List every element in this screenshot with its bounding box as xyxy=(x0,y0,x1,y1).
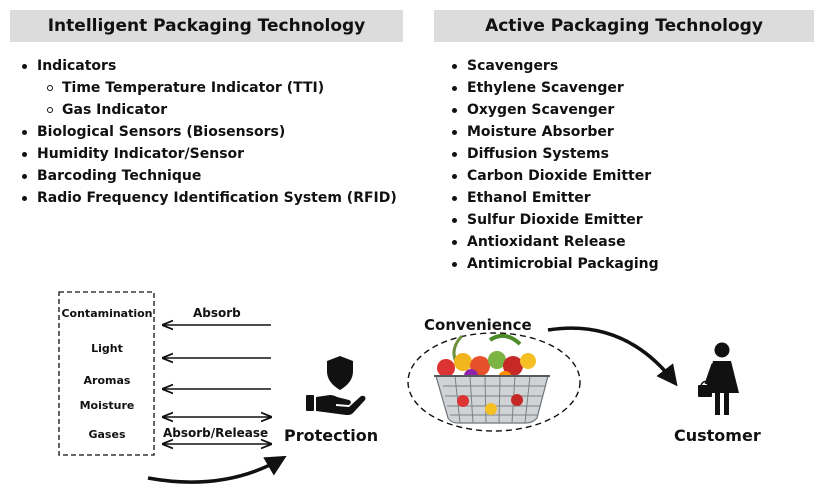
list-item: Radio Frequency Identification System (R… xyxy=(20,187,397,209)
list-item: Gas Indicator xyxy=(20,99,397,121)
list-item: Time Temperature Indicator (TTI) xyxy=(20,77,397,99)
list-item: Sulfur Dioxide Emitter xyxy=(450,209,659,231)
factor-gases: Gases xyxy=(88,428,126,441)
list-item: Scavengers xyxy=(450,55,659,77)
list-item: Ethylene Scavenger xyxy=(450,77,659,99)
intelligent-title: Intelligent Packaging Technology xyxy=(47,16,366,36)
list-item: Biological Sensors (Biosensors) xyxy=(20,121,397,143)
active-title: Active Packaging Technology xyxy=(485,16,763,36)
absorb-release-label: Absorb/Release xyxy=(163,426,269,440)
list-item: Moisture Absorber xyxy=(450,121,659,143)
curve-to-protection xyxy=(147,455,287,484)
list-item: Carbon Dioxide Emitter xyxy=(450,165,659,187)
hand-shield-icon xyxy=(306,356,366,415)
factor-contamination: Contamination xyxy=(61,307,153,320)
list-item: Diffusion Systems xyxy=(450,143,659,165)
factor-light: Light xyxy=(91,342,123,355)
protection-label: Protection xyxy=(284,426,379,445)
curve-to-customer xyxy=(547,326,678,387)
factor-aromas: Aromas xyxy=(83,374,131,387)
list-item: Humidity Indicator/Sensor xyxy=(20,143,397,165)
factors-box xyxy=(58,291,155,456)
absorb-label: Absorb xyxy=(193,306,241,320)
list-item: Antimicrobial Packaging xyxy=(450,253,659,275)
woman-shopper-icon xyxy=(698,342,739,415)
active-list: Scavengers Ethylene Scavenger Oxygen Sca… xyxy=(450,55,659,275)
list-item: Ethanol Emitter xyxy=(450,187,659,209)
fruit-basket-icon xyxy=(434,333,550,424)
intelligent-header: Intelligent Packaging Technology xyxy=(10,10,403,42)
intelligent-list: Indicators Time Temperature Indicator (T… xyxy=(20,55,397,209)
basket-ellipse xyxy=(407,332,581,432)
list-item: Oxygen Scavenger xyxy=(450,99,659,121)
customer-label: Customer xyxy=(674,426,761,445)
list-item: Antioxidant Release xyxy=(450,231,659,253)
list-item: Barcoding Technique xyxy=(20,165,397,187)
factor-moisture: Moisture xyxy=(79,399,135,412)
list-item: Indicators xyxy=(20,55,397,77)
active-header: Active Packaging Technology xyxy=(434,10,814,42)
convenience-label: Convenience xyxy=(424,316,532,334)
